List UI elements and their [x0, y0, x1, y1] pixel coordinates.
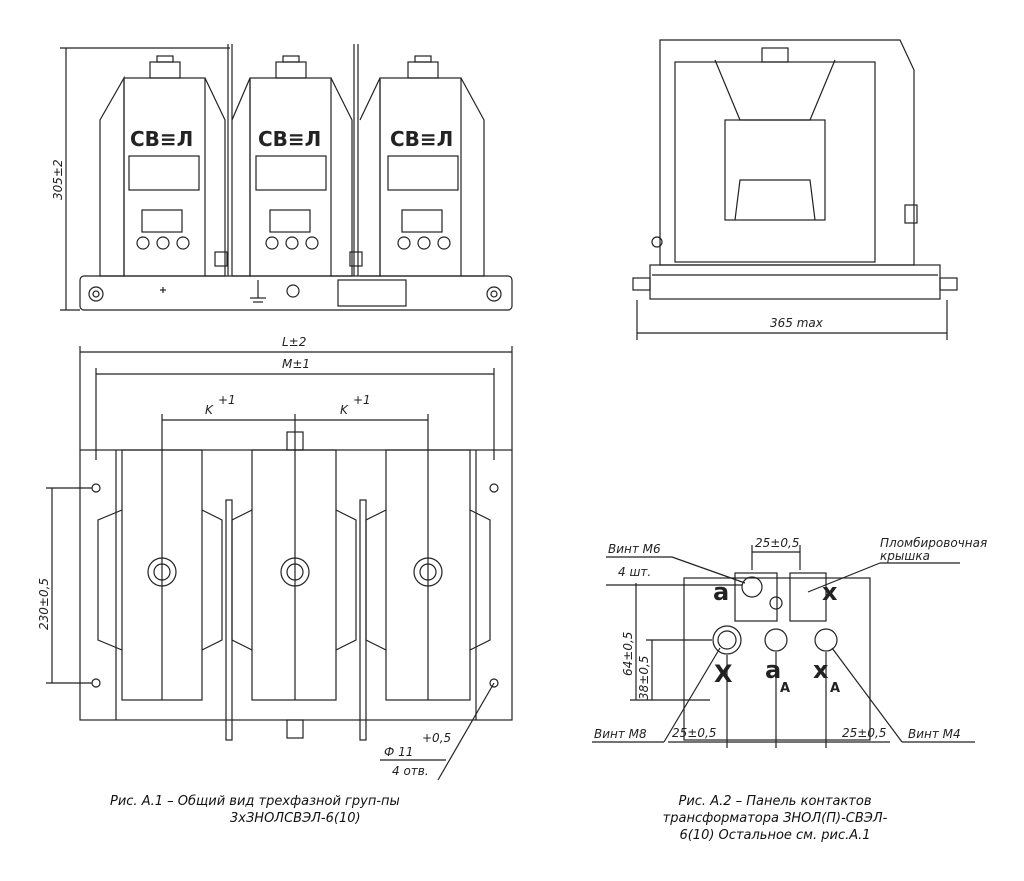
- term-x-top: x: [822, 578, 838, 606]
- dim-hole-sup: +0,5: [422, 731, 451, 745]
- dim-K-left-sup: +1: [218, 393, 236, 407]
- label-screw-m8: Винт М8: [594, 727, 647, 741]
- dim-25-left: 25±0,5: [672, 726, 716, 740]
- caption-1-line-2: 3хЗНОЛСВЭЛ-6(10): [230, 811, 361, 826]
- term-X-bottom: X: [714, 660, 733, 688]
- transformer-unit-1: СВ≡Л: [99, 55, 228, 277]
- logo-text: СВ≡Л: [258, 127, 321, 151]
- dim-25-right: 25±0,5: [842, 726, 886, 740]
- figure-caption-1: Рис. А.1 – Общий вид трехфазной груп-пы …: [110, 793, 490, 827]
- transformer-unit-2: СВ≡Л: [231, 55, 363, 277]
- dim-64-label: 64±0,5: [621, 632, 635, 676]
- contact-panel-view: a x X a A x A 25±0,5 Винт М6 4 шт. Пломб…: [592, 536, 987, 748]
- three-phase-top-view: L±2 M±1 K +1 K +1 230±0,5: [37, 335, 513, 781]
- transformer-unit-3: СВ≡Л: [359, 55, 485, 277]
- caption-2-line-3: 6(10) Остальное см. рис.А.1: [679, 828, 871, 843]
- dim-K-left: K: [205, 403, 214, 417]
- dim-25-top: 25±0,5: [755, 536, 799, 550]
- term-A-sub-2: A: [830, 681, 840, 696]
- caption-2-line-2: трансформатора ЗНОЛ(П)-СВЭЛ-: [662, 811, 888, 826]
- caption-2-line-1: Рис. А.2 – Панель контактов: [678, 794, 872, 809]
- label-seal-cover-1: Пломбировочная: [880, 536, 987, 550]
- dim-365-label: 365 max: [770, 316, 824, 330]
- label-seal-cover-2: крышка: [880, 549, 930, 563]
- label-screw-m6: Винт М6: [608, 542, 661, 556]
- dim-L-label: L±2: [282, 335, 306, 349]
- dim-38-label: 38±0,5: [637, 656, 651, 700]
- dim-hole-label: Ф 11: [384, 745, 413, 759]
- dim-K-right: K: [340, 403, 349, 417]
- dim-230-label: 230±0,5: [37, 578, 51, 630]
- dim-K-right-sup: +1: [353, 393, 371, 407]
- label-screw-m4: Винт М4: [908, 727, 961, 741]
- figure-caption-2: Рис. А.2 – Панель контактов трансформато…: [595, 793, 955, 844]
- dim-M-label: M±1: [282, 357, 310, 371]
- caption-1-line-1: Рис. А.1 – Общий вид трехфазной груп-пы: [110, 794, 400, 809]
- term-a-top: a: [713, 578, 729, 606]
- logo-text: СВ≡Л: [390, 127, 453, 151]
- dim-holes-count: 4 отв.: [392, 764, 429, 778]
- logo-text: СВ≡Л: [130, 127, 193, 151]
- term-x-bottom: x: [813, 656, 829, 684]
- label-screw-m6-count: 4 шт.: [618, 565, 651, 579]
- three-phase-front-view: 305±2 СВ≡Л: [51, 44, 513, 311]
- side-view: 365 max: [632, 39, 958, 340]
- dim-height-label: 305±2: [51, 159, 65, 200]
- term-a-bottom: a: [765, 656, 781, 684]
- term-A-sub: A: [780, 681, 790, 696]
